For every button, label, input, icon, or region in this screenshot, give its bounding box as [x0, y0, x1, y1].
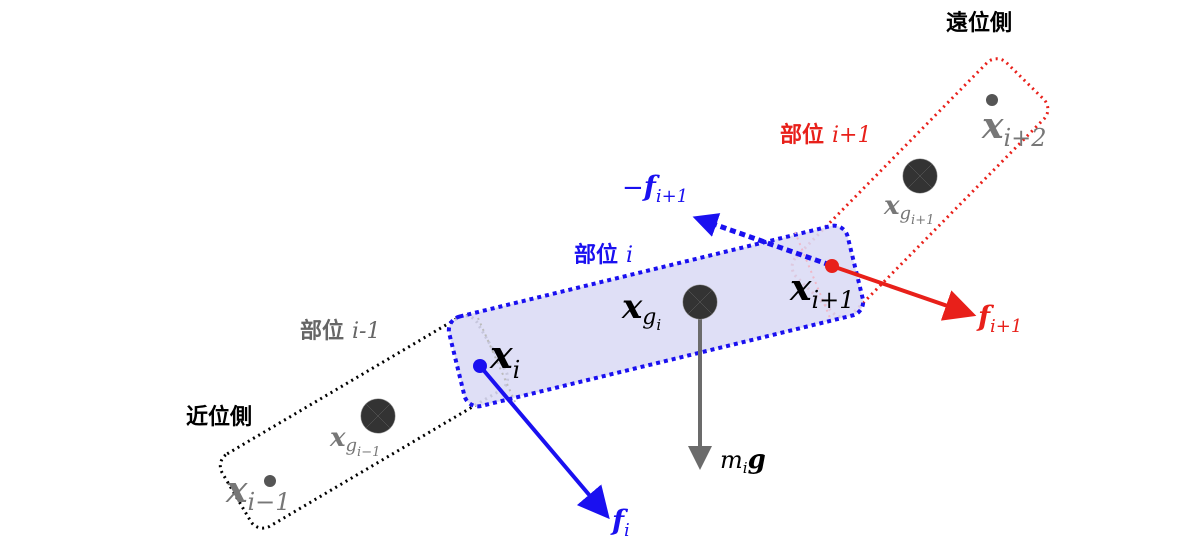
- distal-label: 遠位側: [946, 10, 1012, 36]
- segment-next-outline: [790, 57, 1050, 319]
- segment-prev-outline: [218, 314, 510, 530]
- label-f-i1: fi+1: [976, 300, 1022, 337]
- label-xg-i1: xgi+1: [883, 191, 934, 228]
- label-x-i1: xi+1: [789, 267, 855, 314]
- proximal-label: 近位側: [186, 404, 252, 430]
- joint-point-i2: [986, 94, 998, 106]
- force-neg-f-i1-arrow: [692, 213, 831, 268]
- label-xg-im1: xgi−1: [329, 423, 380, 460]
- label-x-i: xi: [489, 332, 520, 384]
- label-x-i2: xi+2: [981, 105, 1047, 152]
- label-xg-i: xgi: [621, 287, 661, 334]
- label-neg-f-i1: −fi+1: [622, 170, 688, 207]
- label-x-im1: xi−1: [225, 469, 291, 516]
- label-f-i: fi: [610, 504, 630, 541]
- joint-point-im1: [264, 475, 276, 487]
- joint-point-i: [473, 359, 487, 373]
- force-f-i1-arrow: [831, 264, 977, 321]
- center-of-mass-icon: [902, 158, 938, 194]
- segment-current: [446, 223, 866, 409]
- label-gravity: mig: [720, 445, 766, 477]
- force-f-i-arrow: [478, 364, 610, 520]
- center-of-mass-icon: [682, 284, 718, 320]
- joint-point-i1: [825, 259, 839, 273]
- center-of-mass-icon: [360, 398, 396, 434]
